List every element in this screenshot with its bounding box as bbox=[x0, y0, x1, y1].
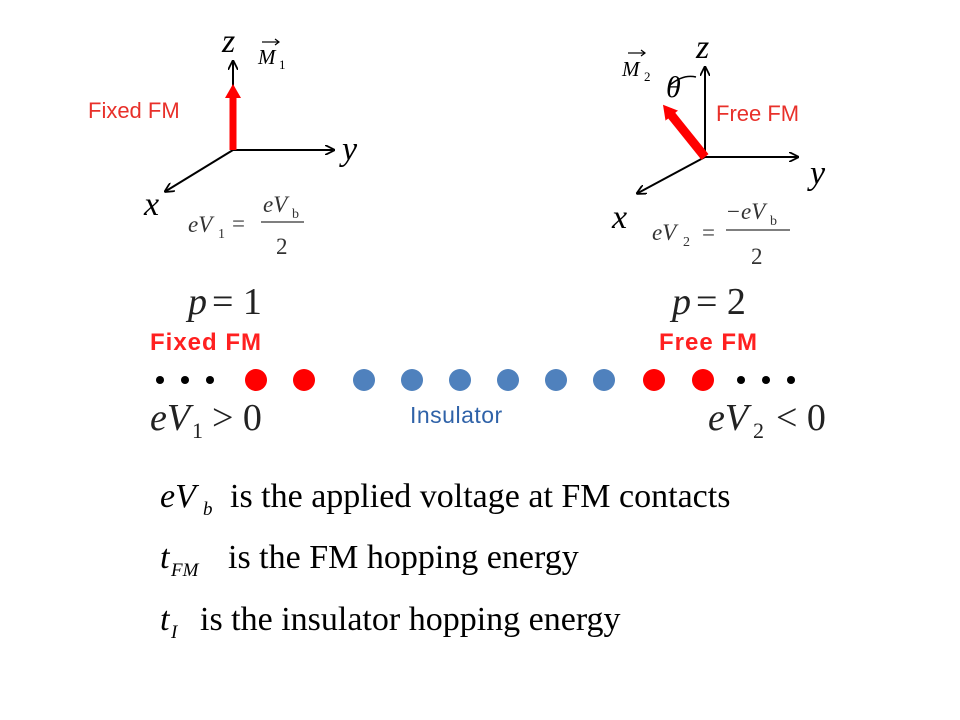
p-left-value: = 1 bbox=[212, 281, 262, 323]
left-axes bbox=[166, 62, 333, 191]
right-free-fm-tag: Free FM bbox=[716, 101, 799, 126]
ellipsis-dot bbox=[206, 376, 214, 384]
p-right-symbol: p bbox=[669, 281, 691, 323]
theta-angle-arc bbox=[669, 75, 697, 86]
legend-subscript: FM bbox=[170, 560, 200, 581]
theta-label: θ bbox=[666, 71, 681, 104]
insulator-site bbox=[497, 369, 519, 391]
insulator-site bbox=[449, 369, 471, 391]
legend-subscript: I bbox=[170, 622, 179, 643]
right-magnetization-arrow bbox=[662, 104, 709, 160]
right-x-axis bbox=[638, 156, 706, 193]
left-eq-equals: = bbox=[232, 211, 245, 236]
left-ellipsis bbox=[156, 376, 214, 384]
legend-subscript: b bbox=[203, 499, 213, 520]
p-right-value: = 2 bbox=[696, 281, 746, 323]
left-eq-denominator: 2 bbox=[276, 234, 288, 259]
chain-fixed-fm-label: Fixed FM bbox=[150, 329, 262, 356]
legend-text: is the FM hopping energy bbox=[228, 539, 579, 576]
p-left-symbol: p bbox=[185, 281, 207, 323]
right-eq-numerator-minus: − bbox=[727, 199, 740, 224]
ellipsis-dot bbox=[181, 376, 189, 384]
legend-symbol: t bbox=[160, 601, 171, 638]
insulator-site bbox=[401, 369, 423, 391]
right-vector-letter: M bbox=[621, 57, 641, 81]
right-cond-relation: < 0 bbox=[776, 397, 826, 439]
right-vector-subscript: 2 bbox=[644, 69, 651, 84]
left-bias-condition: eV 1 > 0 bbox=[150, 397, 262, 443]
left-fixed-fm-tag: Fixed FM bbox=[88, 98, 180, 123]
right-eq-numerator-sub: b bbox=[770, 214, 777, 229]
fm-site bbox=[245, 369, 267, 391]
left-x-label: x bbox=[143, 186, 159, 223]
fm-site bbox=[643, 369, 665, 391]
right-ellipsis bbox=[737, 376, 795, 384]
right-eq-numerator: eV bbox=[741, 199, 768, 224]
right-axes bbox=[638, 68, 797, 193]
left-vector-subscript: 1 bbox=[279, 57, 286, 72]
left-vector-label: M 1 bbox=[257, 38, 286, 72]
left-z-label: z bbox=[221, 23, 235, 60]
right-voltage-equation: eV 2 = − eV b 2 bbox=[652, 199, 790, 269]
site-chain bbox=[245, 369, 714, 391]
insulator-label: Insulator bbox=[410, 402, 503, 428]
insulator-site bbox=[353, 369, 375, 391]
right-cond-symbol: eV bbox=[708, 397, 752, 439]
legend-line-voltage: eV b is the applied voltage at FM contac… bbox=[160, 478, 730, 520]
left-vector-letter: M bbox=[257, 45, 277, 69]
right-eq-lhs-sub: 2 bbox=[683, 235, 690, 250]
ellipsis-dot bbox=[787, 376, 795, 384]
left-cond-symbol: eV bbox=[150, 397, 194, 439]
right-y-label: y bbox=[807, 155, 826, 192]
right-eq-lhs: eV bbox=[652, 220, 679, 245]
ellipsis-dot bbox=[762, 376, 770, 384]
right-eq-equals: = bbox=[702, 220, 715, 245]
left-voltage-equation: eV 1 = eV b 2 bbox=[188, 192, 304, 259]
ellipsis-dot bbox=[737, 376, 745, 384]
right-cond-sub: 2 bbox=[753, 418, 764, 443]
right-vector-overarrow-head bbox=[640, 49, 646, 57]
left-x-axis bbox=[166, 149, 234, 191]
left-eq-lhs: eV bbox=[188, 212, 215, 237]
right-eq-denominator: 2 bbox=[751, 244, 763, 269]
left-y-label: y bbox=[339, 131, 358, 168]
right-z-label: z bbox=[695, 29, 709, 66]
legend-symbol: eV bbox=[160, 478, 200, 515]
left-vector-overarrow-head bbox=[274, 38, 280, 46]
chain-free-fm-label: Free FM bbox=[659, 329, 758, 356]
right-vector-label: M 2 bbox=[621, 49, 651, 84]
legend-line-insulator-hopping: t I is the insulator hopping energy bbox=[160, 601, 621, 643]
left-eq-numerator-sub: b bbox=[292, 207, 299, 222]
left-eq-numerator: eV bbox=[263, 192, 290, 217]
legend-text: is the applied voltage at FM contacts bbox=[230, 478, 730, 515]
legend-line-fm-hopping: t FM is the FM hopping energy bbox=[160, 539, 579, 581]
legend-text: is the insulator hopping energy bbox=[200, 601, 621, 638]
left-cond-sub: 1 bbox=[192, 418, 203, 443]
right-bias-condition: eV 2 < 0 bbox=[708, 397, 826, 443]
insulator-site bbox=[545, 369, 567, 391]
fm-site bbox=[692, 369, 714, 391]
right-x-label: x bbox=[611, 199, 627, 236]
legend-symbol: t bbox=[160, 539, 171, 576]
ellipsis-dot bbox=[156, 376, 164, 384]
insulator-site bbox=[593, 369, 615, 391]
fm-site bbox=[293, 369, 315, 391]
left-eq-lhs-sub: 1 bbox=[218, 227, 225, 242]
left-cond-relation: > 0 bbox=[212, 397, 262, 439]
